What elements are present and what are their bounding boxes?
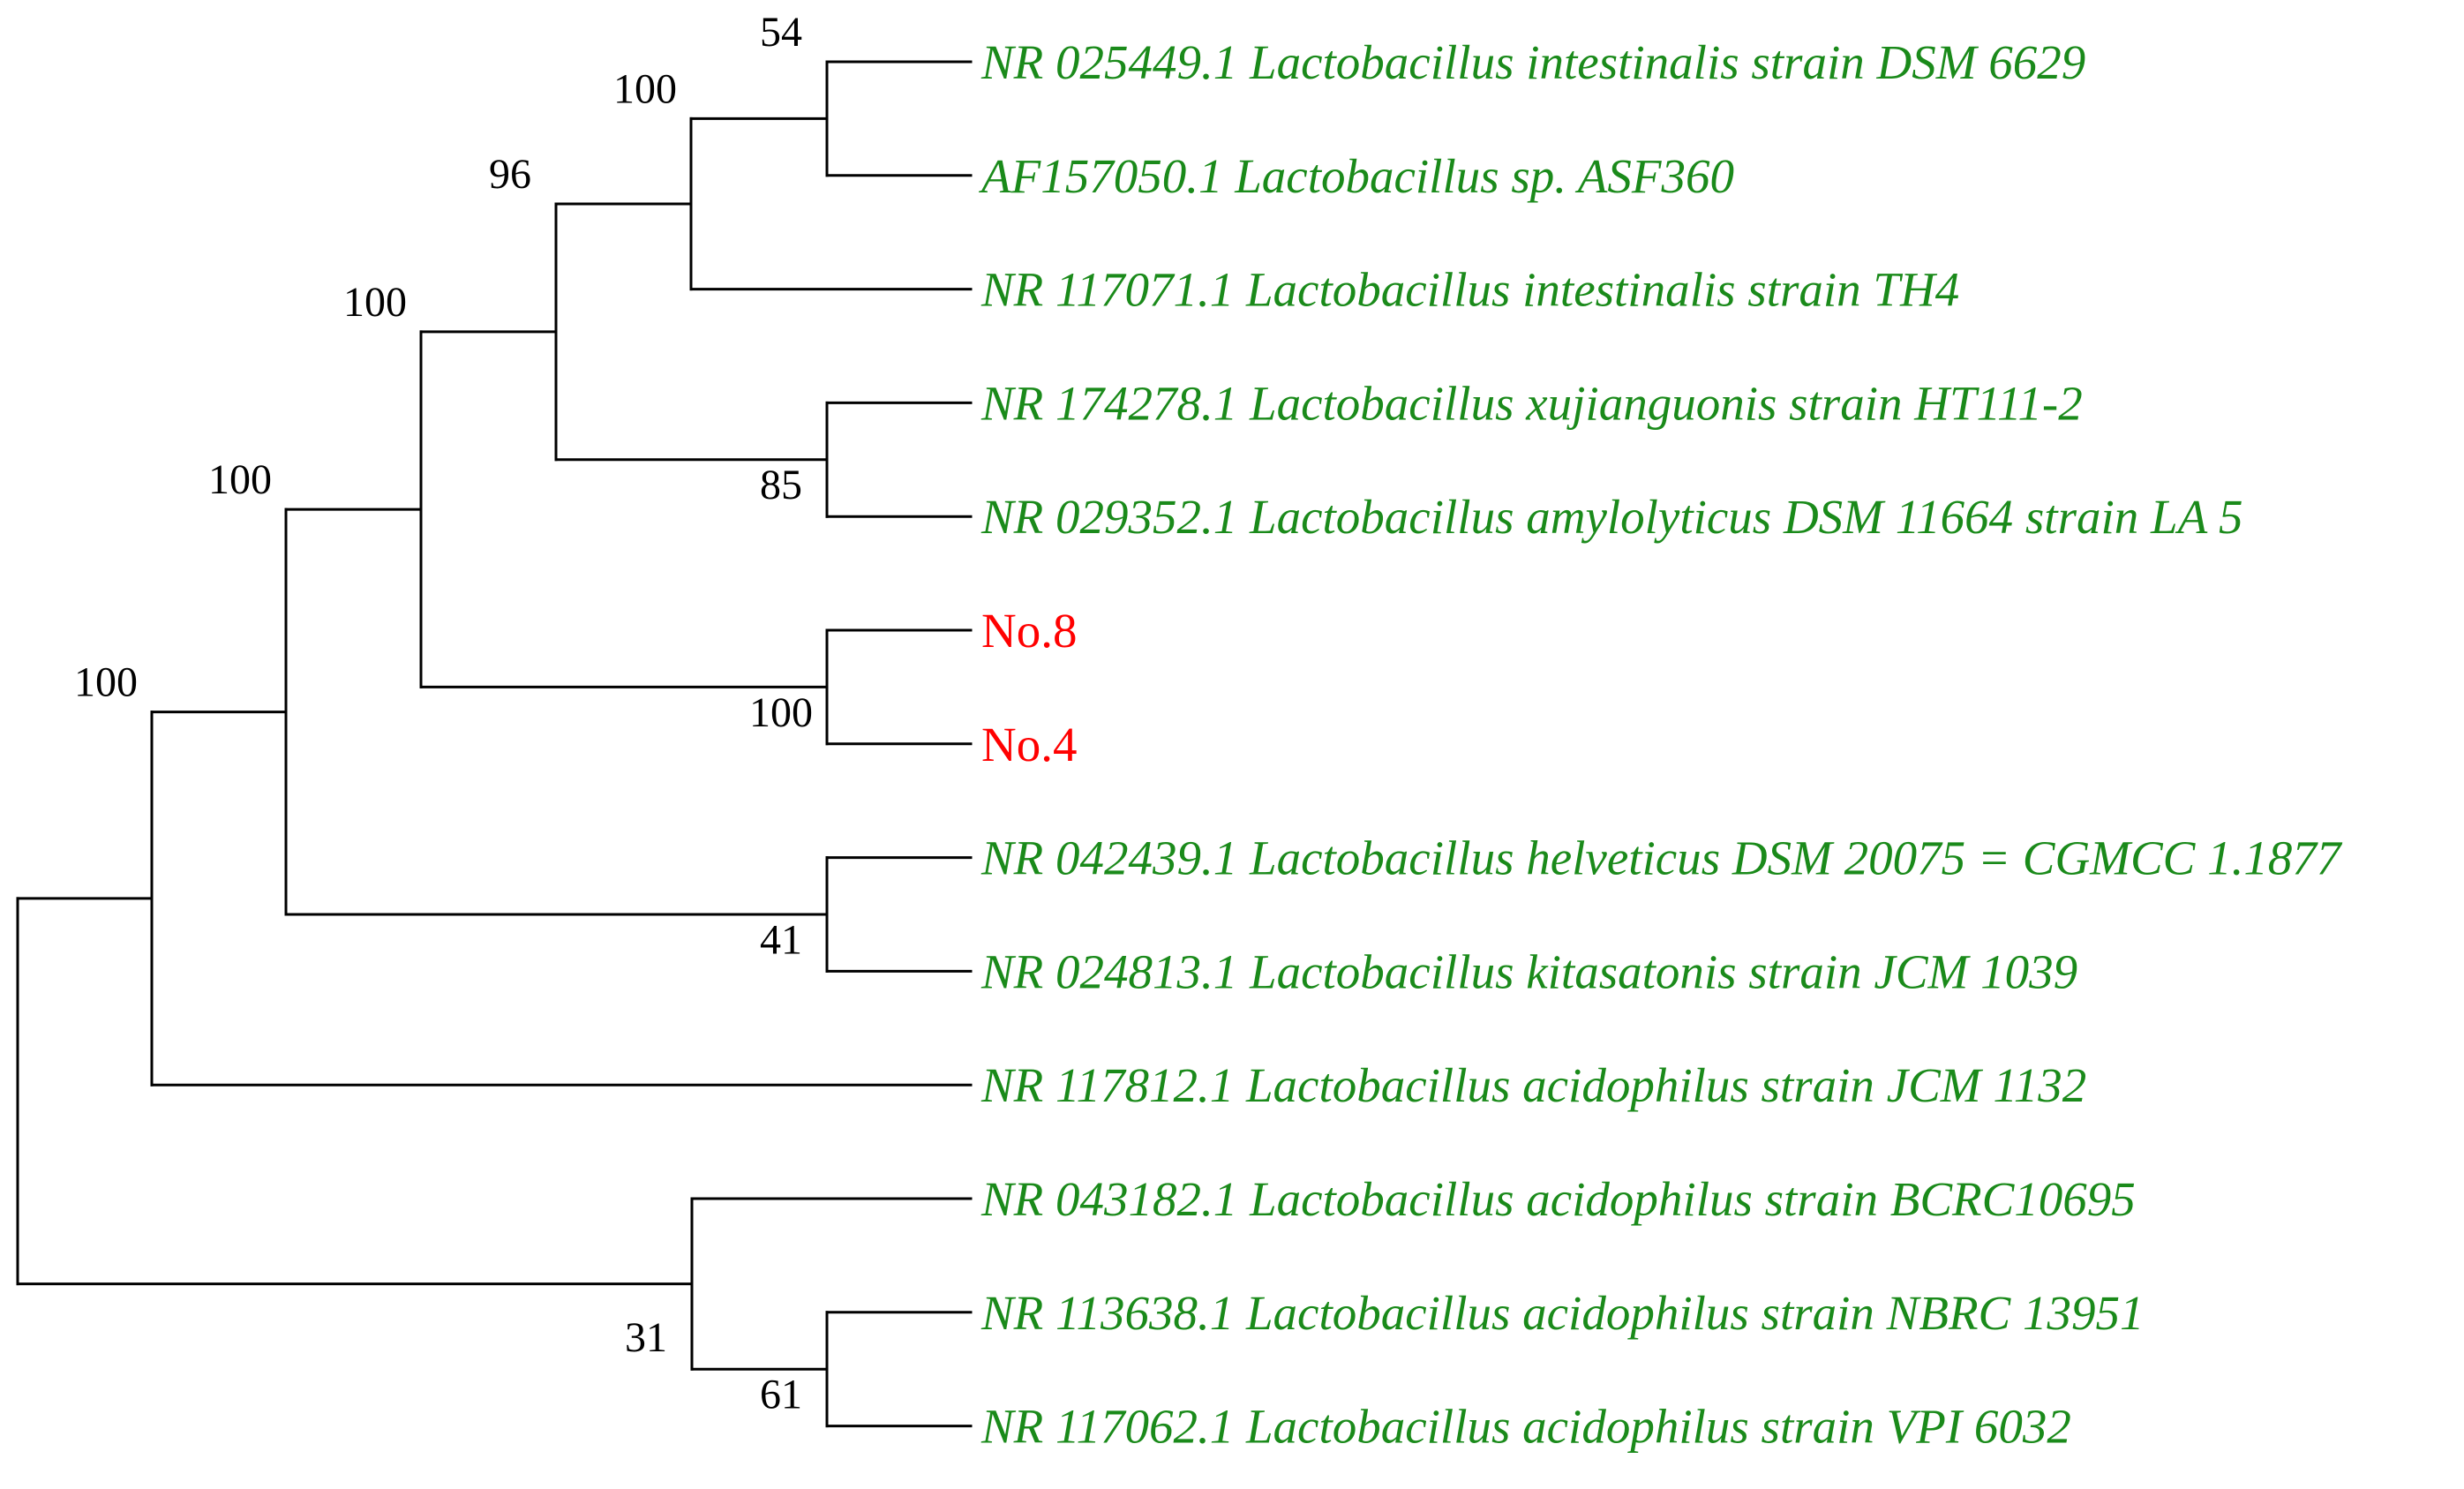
- taxon-label-t10: NR 117812.1 Lactobacillus acidophilus st…: [980, 1058, 2086, 1112]
- bootstrap-value-nA: 54: [760, 9, 802, 56]
- taxon-label-t3: NR 117071.1 Lactobacillus intestinalis s…: [980, 263, 1959, 317]
- taxon-label-t7: No.4: [981, 718, 1077, 771]
- taxon-label-t11: NR 043182.1 Lactobacillus acidophilus st…: [980, 1172, 2136, 1226]
- taxon-label-t13: NR 117062.1 Lactobacillus acidophilus st…: [980, 1400, 2071, 1454]
- taxon-label-t5: NR 029352.1 Lactobacillus amylolyticus D…: [980, 490, 2242, 544]
- bootstrap-value-nE: 100: [749, 689, 813, 736]
- taxon-label-t8: NR 042439.1 Lactobacillus helveticus DSM…: [980, 831, 2343, 885]
- bootstrap-value-nK: 31: [625, 1314, 667, 1361]
- bootstrap-value-nB: 100: [613, 65, 677, 112]
- bootstrap-value-nD: 96: [489, 151, 531, 198]
- taxon-label-t2: AF157050.1 Lactobacillus sp. ASF360: [978, 149, 1734, 203]
- taxon-label-t6: No.8: [981, 604, 1077, 658]
- bootstrap-value-nF: 100: [343, 279, 407, 326]
- bootstrap-value-nC: 85: [760, 462, 802, 508]
- taxon-label-t12: NR 113638.1 Lactobacillus acidophilus st…: [980, 1286, 2144, 1340]
- bootstrap-value-nI: 100: [74, 659, 138, 706]
- bootstrap-value-nG: 41: [760, 916, 802, 963]
- taxon-label-t1: NR 025449.1 Lactobacillus intestinalis s…: [980, 35, 2085, 89]
- bootstrap-value-nJ: 61: [760, 1372, 802, 1418]
- bootstrap-value-nH: 100: [208, 456, 272, 503]
- taxon-label-t9: NR 024813.1 Lactobacillus kitasatonis st…: [980, 944, 2077, 998]
- taxon-label-t4: NR 174278.1 Lactobacillus xujianguonis s…: [980, 376, 2083, 430]
